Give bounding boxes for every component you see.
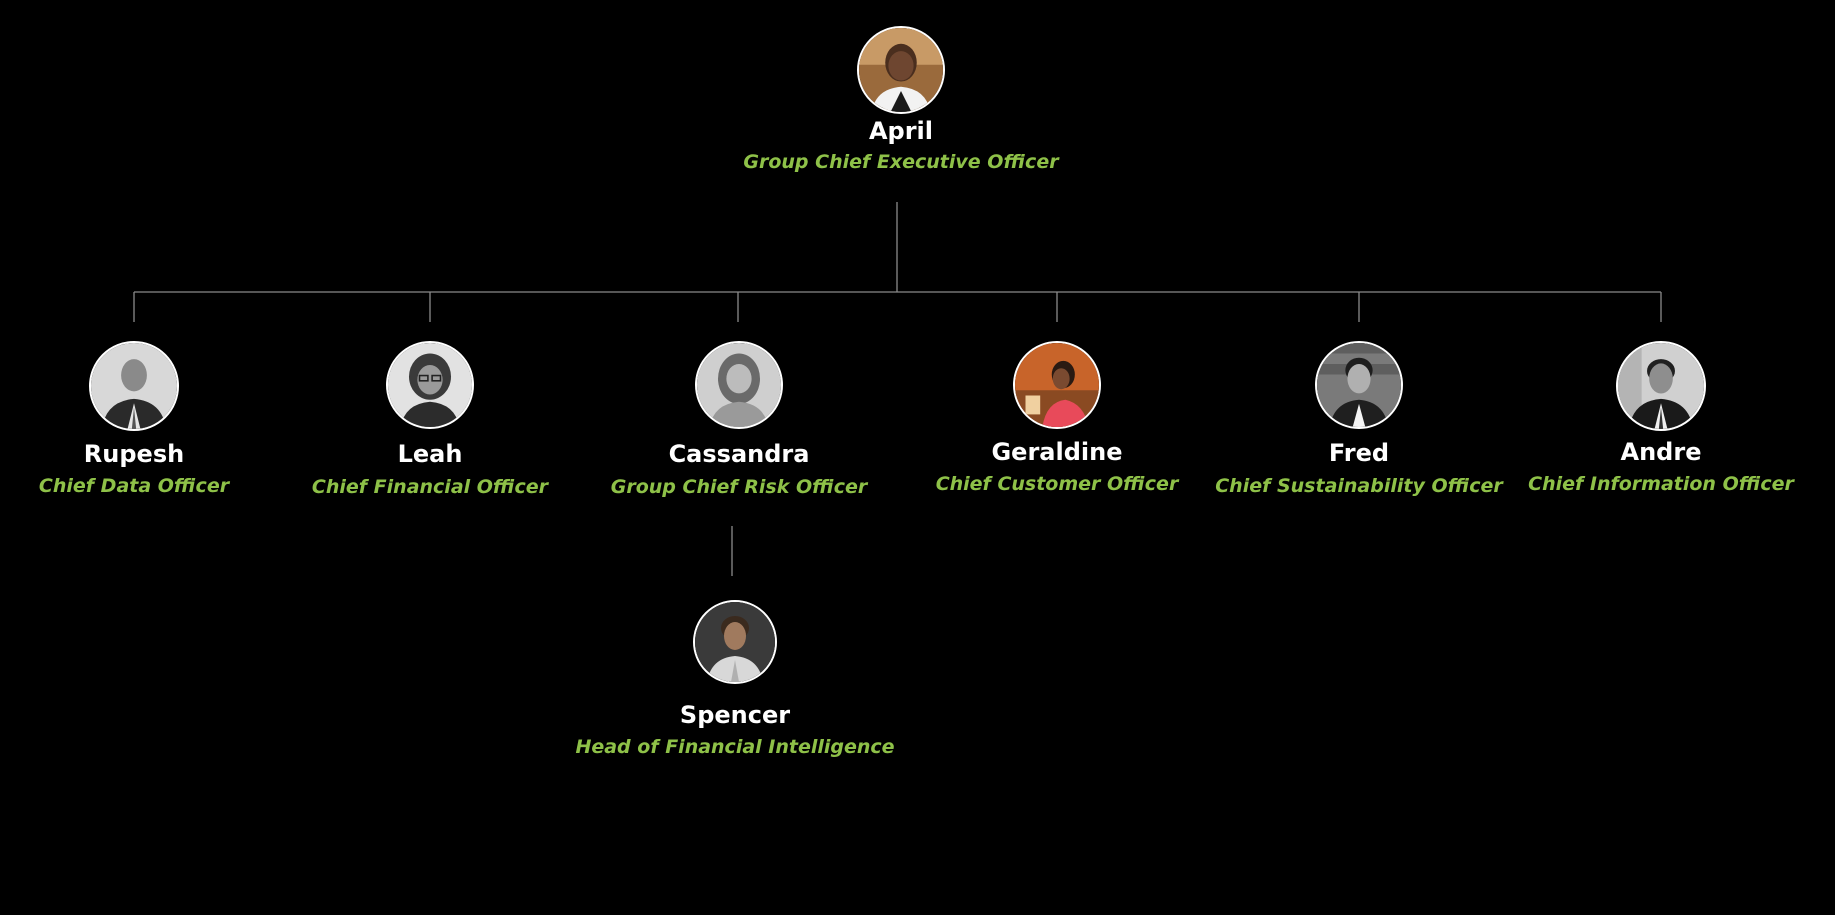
org-node-andre: Andre Chief Information Officer	[1501, 341, 1821, 497]
person-role: Chief Data Officer	[38, 475, 230, 497]
person-photo-icon	[695, 341, 783, 429]
org-node-fred: Fred Chief Sustainability Officer	[1199, 341, 1519, 499]
person-name: Geraldine	[991, 438, 1123, 466]
person-name: Leah	[397, 440, 463, 468]
person-name: April	[868, 117, 934, 145]
person-role: Group Chief Executive Officer	[743, 151, 1059, 173]
person-photo-icon	[1013, 341, 1101, 429]
person-photo-icon	[1616, 341, 1706, 431]
person-name: Fred	[1328, 439, 1390, 467]
org-node-april: April Group Chief Executive Officer	[741, 26, 1061, 175]
person-role: Head of Financial Intelligence	[575, 736, 895, 758]
person-name: Cassandra	[668, 440, 810, 468]
org-node-cassandra: Cassandra Group Chief Risk Officer	[579, 341, 899, 500]
person-name: Spencer	[679, 701, 791, 729]
person-name: Rupesh	[83, 440, 185, 468]
person-role: Chief Information Officer	[1528, 473, 1794, 495]
org-node-rupesh: Rupesh Chief Data Officer	[0, 341, 294, 499]
org-node-leah: Leah Chief Financial Officer	[270, 341, 590, 500]
person-photo-icon	[693, 600, 777, 684]
person-role: Chief Financial Officer	[311, 476, 549, 498]
person-photo-icon	[89, 341, 179, 431]
person-role: Group Chief Risk Officer	[610, 476, 868, 498]
org-node-spencer: Spencer Head of Financial Intelligence	[575, 600, 895, 760]
person-role: Chief Customer Officer	[935, 473, 1179, 495]
person-photo-icon	[857, 26, 945, 114]
person-name: Andre	[1620, 438, 1702, 466]
org-node-geraldine: Geraldine Chief Customer Officer	[897, 341, 1217, 497]
person-photo-icon	[1315, 341, 1403, 429]
person-photo-icon	[386, 341, 474, 429]
person-role: Chief Sustainability Officer	[1215, 475, 1503, 497]
